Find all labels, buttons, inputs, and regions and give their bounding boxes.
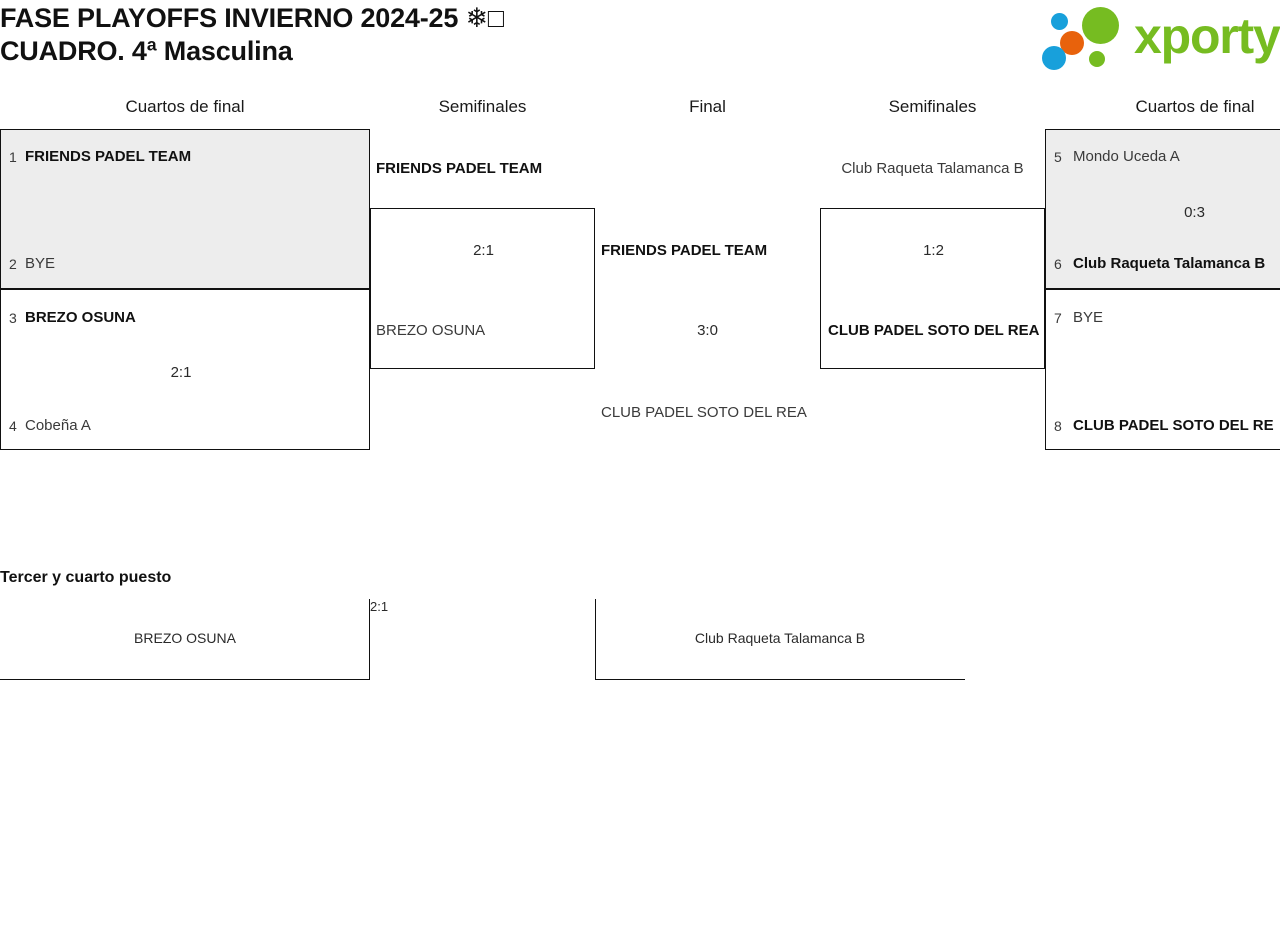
logo-dot-blue-large	[1042, 46, 1066, 70]
round-header-final: Final	[689, 97, 726, 116]
team-name-right-sf-top: Club Raqueta Talamanca B	[841, 160, 1024, 177]
match-score: 0:3	[1184, 204, 1205, 221]
team-name: Mondo Uceda A	[1073, 148, 1180, 165]
team-name: BYE	[1073, 309, 1104, 326]
team-name: Club Raqueta Talamanca B	[1073, 255, 1266, 272]
third-place-baseline-left	[0, 679, 370, 680]
round-header-left-quarters: Cuartos de final	[125, 97, 245, 116]
xporty-logo[interactable]: xporty	[1040, 4, 1280, 70]
team-name: FRIENDS PADEL TEAM	[25, 148, 192, 165]
team-name-left-sf-top: FRIENDS PADEL TEAM	[376, 160, 543, 177]
seed-number: 3	[9, 310, 17, 326]
third-place-divider-right	[595, 599, 596, 680]
seed-number: 5	[1054, 149, 1062, 165]
third-place-team-a: BREZO OSUNA	[134, 630, 236, 646]
seed-number: 2	[9, 256, 17, 272]
round-header-right-quarters: Cuartos de final	[1135, 97, 1255, 116]
seed-number: 1	[9, 149, 17, 165]
page-title: FASE PLAYOFFS INVIERNO 2024-25 ❄︎□ CUADR…	[0, 3, 504, 66]
match-score: 2:1	[473, 242, 494, 259]
match-score: 1:2	[923, 242, 944, 259]
team-name-final-top: FRIENDS PADEL TEAM	[601, 242, 768, 259]
team-name: BREZO OSUNA	[25, 309, 136, 326]
match-right-qf-1[interactable]: 5 Mondo Uceda A 0:3 6 Club Raqueta Talam…	[1045, 129, 1280, 289]
page-header: FASE PLAYOFFS INVIERNO 2024-25 ❄︎□ CUADR…	[0, 0, 1280, 78]
third-place-baseline-right	[595, 679, 965, 680]
round-header-left-semis: Semifinales	[438, 97, 527, 116]
match-left-qf-1[interactable]: 1 FRIENDS PADEL TEAM 2 BYE	[0, 129, 370, 289]
team-name-final-bottom: CLUB PADEL SOTO DEL REA	[601, 404, 807, 421]
final-score: 3:0	[697, 322, 718, 339]
seed-number: 6	[1054, 256, 1062, 272]
third-place-divider-left	[369, 599, 370, 680]
team-name: CLUB PADEL SOTO DEL RE	[1073, 417, 1274, 434]
team-name: BREZO OSUNA	[376, 322, 486, 339]
seed-number: 7	[1054, 310, 1062, 326]
logo-dot-blue-small	[1051, 13, 1068, 30]
logo-dot-green-large	[1082, 7, 1119, 44]
match-right-qf-2[interactable]: 7 BYE 8 CLUB PADEL SOTO DEL RE	[1045, 289, 1280, 450]
logo-wordmark: xporty	[1134, 8, 1280, 64]
round-header-right-semis: Semifinales	[888, 97, 977, 116]
team-name: BYE	[25, 255, 56, 272]
seed-number: 8	[1054, 418, 1062, 434]
third-place-heading: Tercer y cuarto puesto	[0, 569, 172, 586]
match-right-semifinal[interactable]: 1:2 CLUB PADEL SOTO DEL REA	[820, 208, 1045, 369]
third-place-score: 2:1	[370, 599, 389, 614]
team-name: Cobeña A	[25, 417, 91, 434]
third-place-match-right[interactable]: Club Raqueta Talamanca B	[595, 599, 965, 680]
seed-number: 4	[9, 418, 17, 434]
match-score: 2:1	[170, 364, 192, 381]
team-name: CLUB PADEL SOTO DEL REA	[828, 322, 1040, 339]
third-place-match-left[interactable]: BREZO OSUNA	[0, 599, 370, 680]
match-left-semifinal[interactable]: 2:1 BREZO OSUNA	[370, 208, 595, 369]
match-left-qf-2[interactable]: 3 BREZO OSUNA 2:1 4 Cobeña A	[0, 289, 370, 450]
third-place-team-b: Club Raqueta Talamanca B	[694, 630, 866, 646]
logo-dot-green-small	[1089, 51, 1105, 67]
